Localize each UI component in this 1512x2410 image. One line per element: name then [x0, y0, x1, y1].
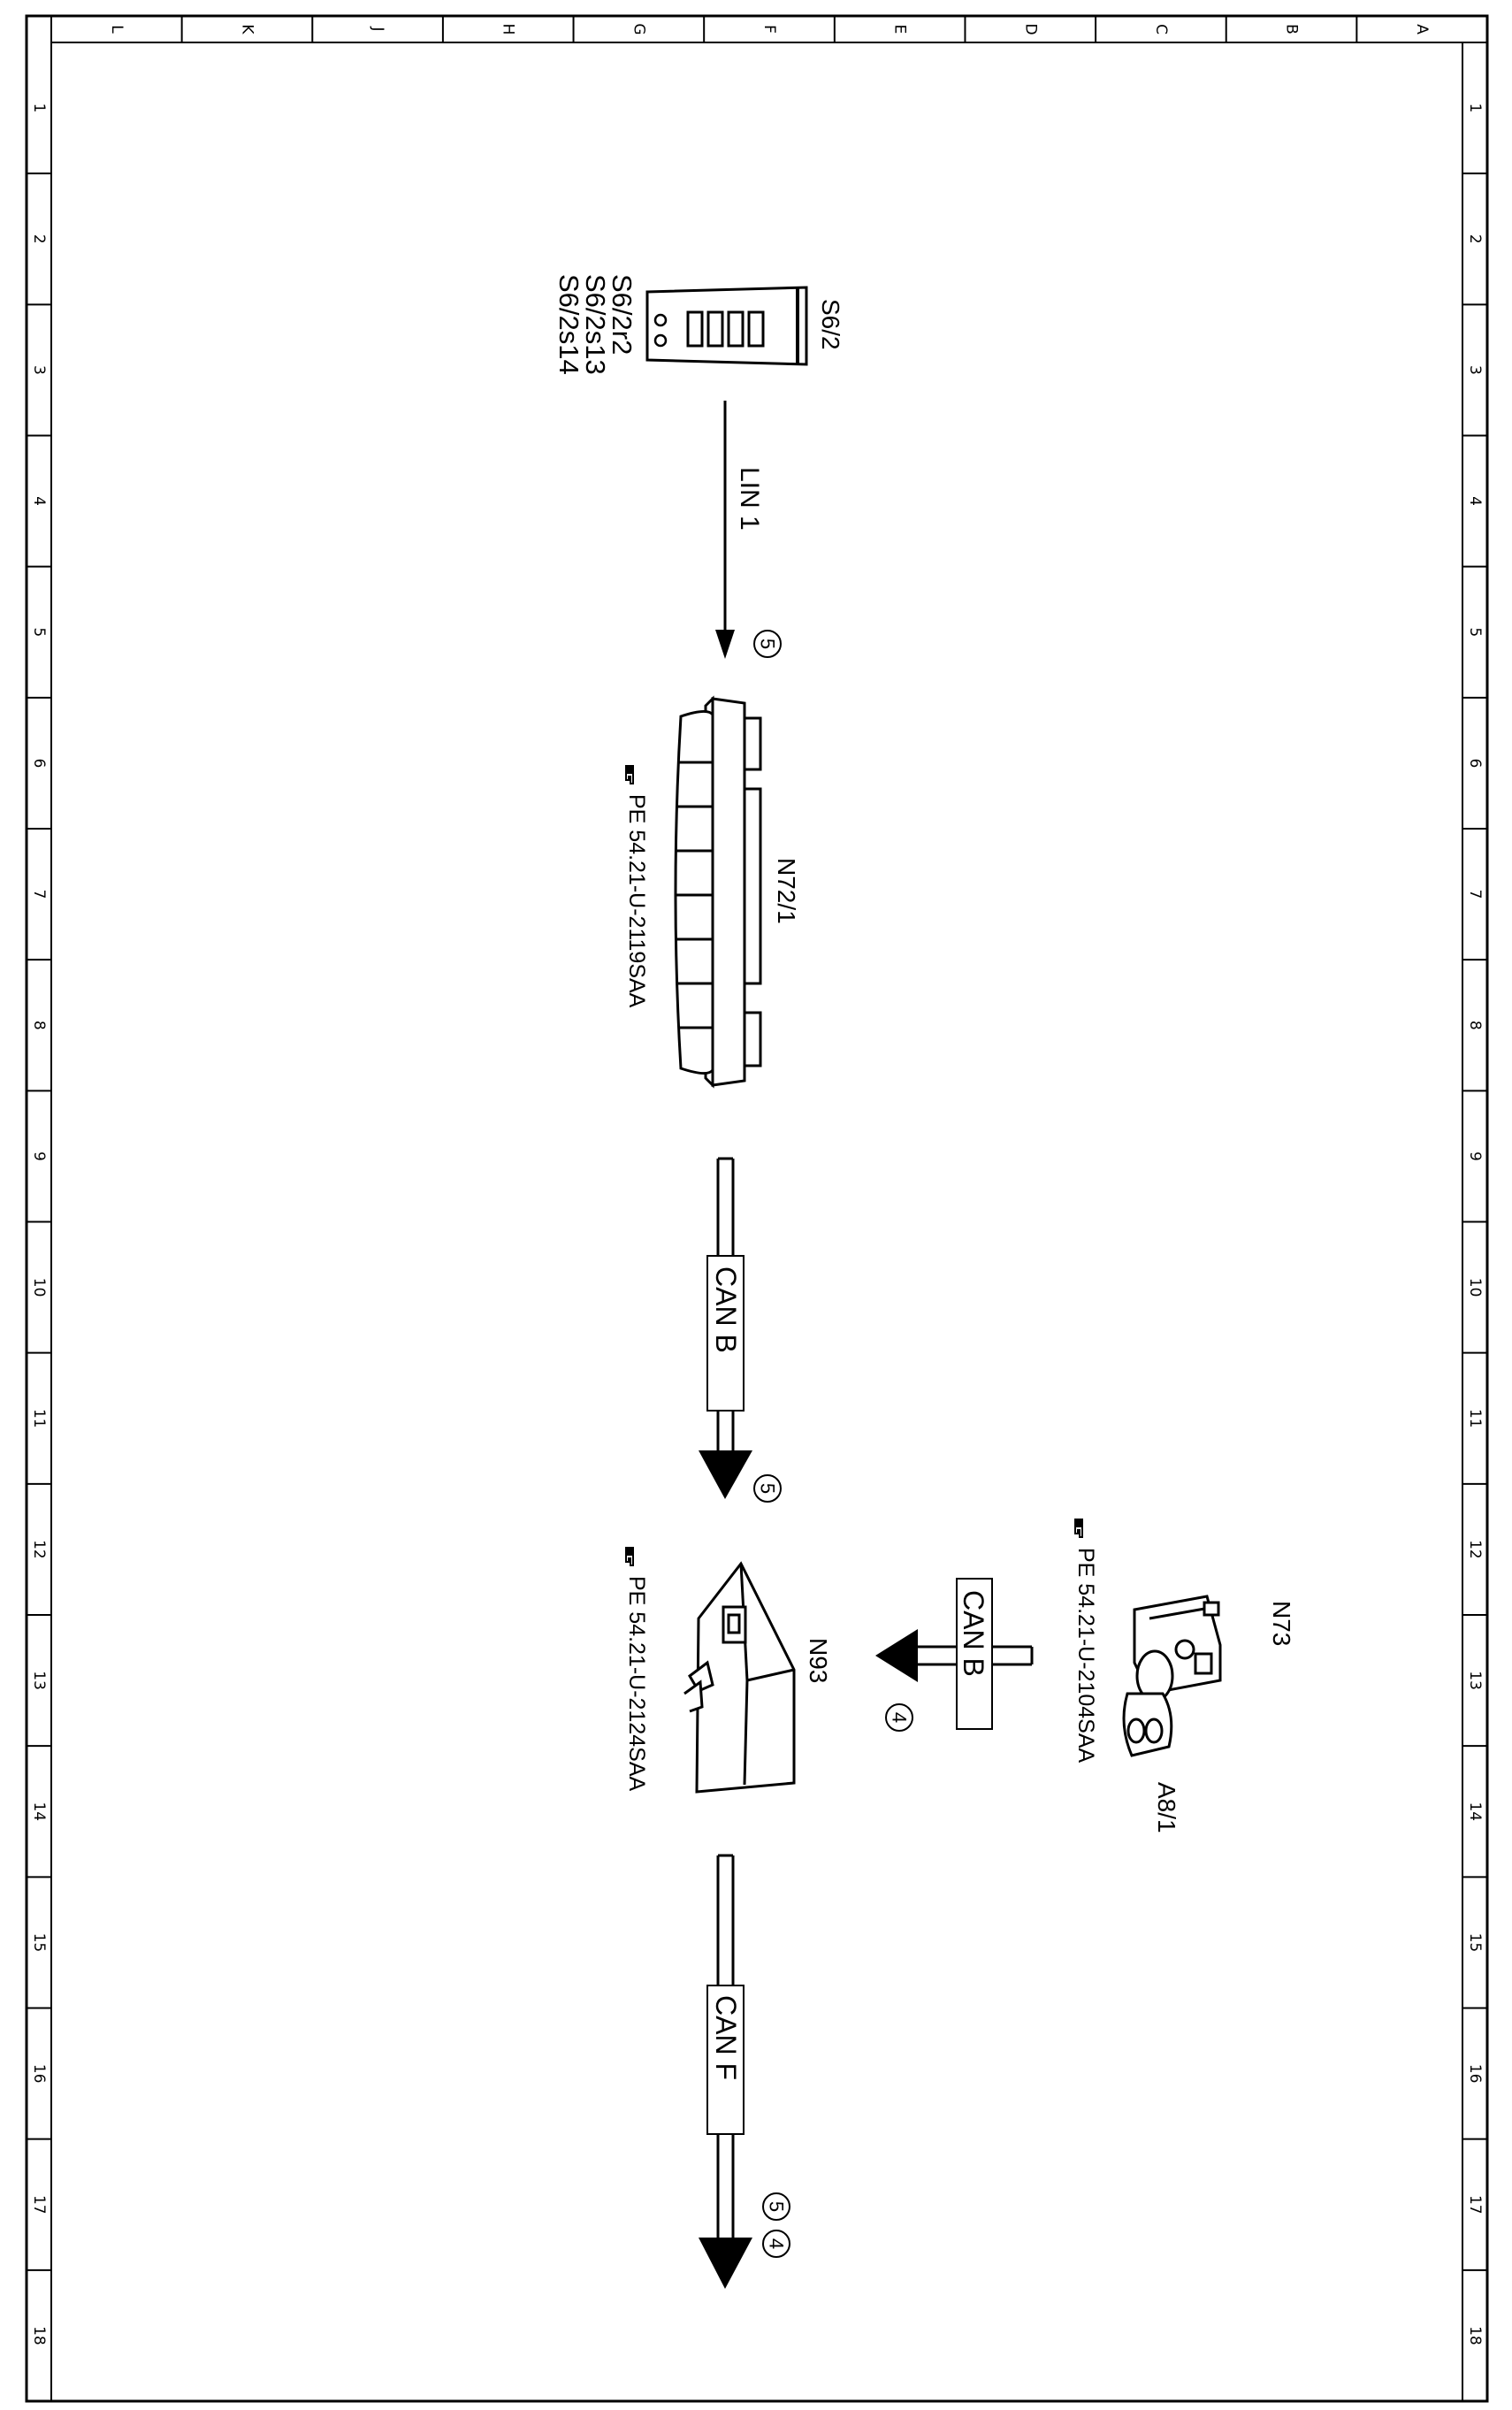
grid-row-label-right: 16 — [1466, 2064, 1484, 2084]
grid-row-label-left: 2 — [30, 234, 48, 244]
connection-can-f: CAN F 5 4 — [699, 1854, 790, 2289]
grid-row-label-right: 14 — [1466, 1802, 1484, 1821]
connection-can-b-n73: CAN B 4 — [875, 1578, 1034, 1732]
n93-reference: PE 54.21-U-2124SAA — [624, 1576, 649, 1792]
can-b-main-badge-number: 5 — [757, 1483, 779, 1494]
grid-row-label-left: 11 — [30, 1409, 48, 1428]
n72-1-reference-pointer-icon — [624, 764, 635, 784]
grid-row-label-right: 1 — [1466, 103, 1484, 113]
can-b-n73-label: CAN B — [958, 1590, 989, 1677]
lin1-label: LIN 1 — [735, 467, 764, 531]
grid-row-label-left: 15 — [30, 1933, 48, 1953]
n72-1-control-panel-icon — [674, 695, 762, 1089]
inner-border — [50, 42, 1488, 2402]
can-f-badge-5-icon: 5 — [762, 2192, 790, 2221]
can-f-arrowhead — [699, 2238, 752, 2289]
component-n72-1: N72/1 PE 54.21-U-2119SAA — [624, 695, 800, 1089]
grid-row-label-right: 15 — [1466, 1933, 1484, 1953]
grid-row-label-left: 3 — [30, 365, 48, 375]
grid-column-label: G — [630, 23, 647, 34]
grid-column-label: B — [1283, 24, 1301, 34]
grid-row-label-left: 14 — [30, 1802, 48, 1821]
grid-row-label-right: 4 — [1466, 496, 1484, 506]
a8-1-label: A8/1 — [1153, 1782, 1180, 1833]
n93-label: N93 — [805, 1638, 832, 1683]
grid-row-label-left: 18 — [30, 2326, 48, 2345]
outer-border — [25, 14, 1489, 2403]
s6-2-label: S6/2 — [817, 299, 844, 350]
grid-row-label-left: 12 — [30, 1540, 48, 1559]
grid-row-label-left: 8 — [30, 1021, 48, 1030]
can-b-main-label: CAN B — [710, 1266, 742, 1353]
can-f-badge-number-a: 5 — [766, 2201, 788, 2212]
grid-row-label-left: 17 — [30, 2195, 48, 2215]
grid-row-label-left: 13 — [30, 1671, 48, 1690]
n93-module-icon — [683, 1561, 796, 1794]
n73-ignition-switch-icon — [1122, 1595, 1222, 1757]
grid-row-label-left: 6 — [30, 759, 48, 769]
grid-row-label-right: 7 — [1466, 890, 1484, 899]
grid-row-label-right: 17 — [1466, 2195, 1484, 2215]
can-b-n73-label-box — [956, 1578, 993, 1730]
grid-row-label-right: 13 — [1466, 1671, 1484, 1690]
grid-row-label-left: 5 — [30, 627, 48, 637]
grid-column-label: H — [500, 24, 517, 35]
grid-column-label: E — [891, 25, 909, 34]
component-s6-2: S6/2 S6/2r2 S6/2s13 S6/2s14 — [554, 274, 844, 375]
grid-row-label-right: 9 — [1466, 1151, 1484, 1161]
s6-2s13-label: S6/2s13 — [580, 274, 611, 375]
can-f-label: CAN F — [710, 1995, 742, 2080]
can-b-main-badge-icon: 5 — [753, 1474, 782, 1503]
grid-row-label-right: 2 — [1466, 234, 1484, 244]
can-f-label-box — [706, 1985, 745, 2135]
grid-column-label: A — [1413, 24, 1431, 34]
connection-can-b-main: CAN B 5 — [699, 1157, 782, 1503]
grid-column-label: J — [369, 26, 386, 31]
grid-row-label-left: 10 — [30, 1278, 48, 1297]
can-f-badge-number-b: 4 — [766, 2238, 788, 2249]
grid-row-label-left: 7 — [30, 890, 48, 899]
s6-2-switch-panel-icon — [645, 286, 808, 366]
can-b-main-label-box — [706, 1255, 745, 1412]
grid-row-label-right: 11 — [1466, 1409, 1484, 1428]
grid-row-label-right: 5 — [1466, 627, 1484, 637]
grid-row-label-right: 8 — [1466, 1021, 1484, 1030]
grid-column-label: D — [1021, 23, 1039, 34]
grid-column-label: C — [1152, 24, 1170, 34]
lin1-arrowhead — [715, 630, 735, 659]
grid-row-label-right: 6 — [1466, 759, 1484, 769]
grid-row-label-left: 9 — [30, 1151, 48, 1161]
n73-reference-pointer-icon — [1073, 1518, 1084, 1538]
grid-column-label: L — [108, 25, 126, 34]
n73-label: N73 — [1268, 1601, 1295, 1646]
can-b-main-arrowhead — [699, 1450, 752, 1499]
can-b-n73-badge-number: 4 — [889, 1712, 911, 1723]
component-n93: N93 PE 54.21-U-2124SAA — [624, 1546, 832, 1794]
grid-row-label-left: 1 — [30, 103, 48, 113]
component-n73: N73 A8/1 PE 54.21-U-2104SAA — [1073, 1518, 1295, 1833]
n72-1-reference: PE 54.21-U-2119SAA — [624, 794, 649, 1008]
grid-row-label-right: 12 — [1466, 1540, 1484, 1559]
can-b-n73-arrowhead — [875, 1629, 918, 1682]
s6-2r2-label: S6/2r2 — [607, 274, 638, 355]
can-f-badge-4-icon: 4 — [762, 2230, 790, 2258]
n73-reference: PE 54.21-U-2104SAA — [1073, 1548, 1098, 1764]
n93-reference-pointer-icon — [624, 1546, 635, 1566]
grid-row-label-right: 3 — [1466, 365, 1484, 375]
n72-1-label: N72/1 — [773, 858, 800, 924]
connection-lin1: LIN 1 5 — [715, 401, 782, 659]
lin1-badge-number: 5 — [757, 639, 779, 649]
grid-row-label-right: 10 — [1466, 1278, 1484, 1297]
lin1-badge-icon: 5 — [753, 630, 782, 658]
grid-column-label: K — [238, 24, 256, 34]
can-b-n73-badge-icon: 4 — [885, 1703, 913, 1732]
grid-row-label-left: 4 — [30, 496, 48, 506]
grid-row-label-left: 16 — [30, 2064, 48, 2084]
s6-2s14-label: S6/2s14 — [554, 274, 584, 375]
grid-row-label-right: 18 — [1466, 2326, 1484, 2345]
grid-column-label: F — [760, 25, 778, 34]
